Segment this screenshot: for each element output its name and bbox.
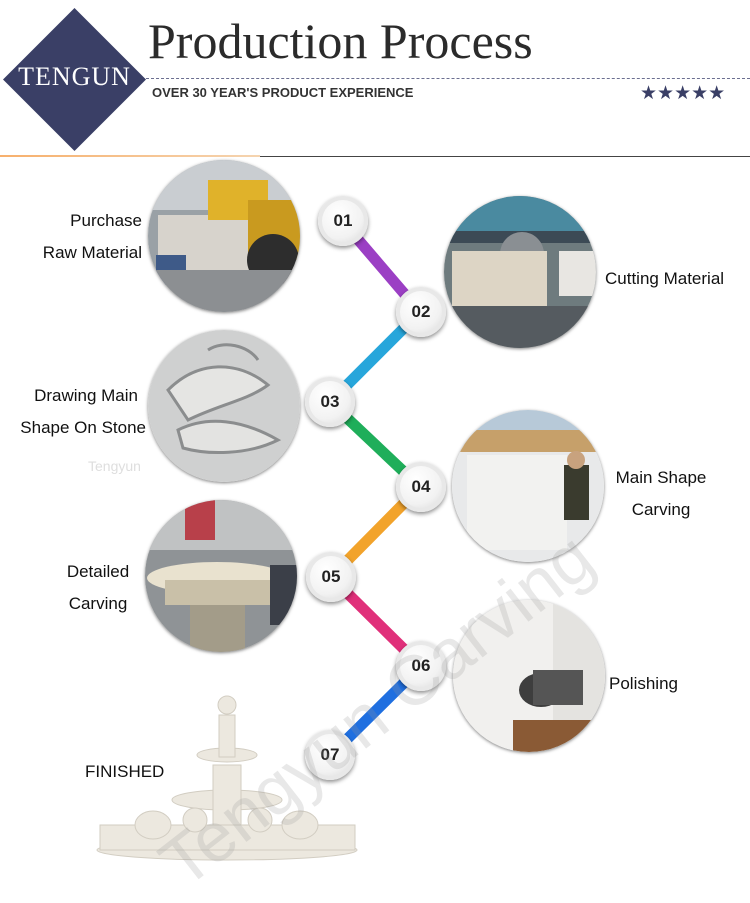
page-subtitle: OVER 30 YEAR'S PRODUCT EXPERIENCE	[152, 85, 414, 100]
header-divider	[0, 156, 750, 157]
step-02-number-node: 02	[396, 287, 446, 337]
step-04-label-line1: Main Shape	[615, 468, 707, 487]
step-04-label-line2: Carving	[631, 500, 691, 519]
step-03-number-node: 03	[305, 377, 355, 427]
logo-diamond	[3, 8, 146, 151]
step-07-number-node: 07	[305, 730, 355, 780]
step-07-photo	[96, 695, 358, 861]
step-04-number-node: 04	[396, 462, 446, 512]
step-03-label-line1: Drawing Main	[34, 386, 138, 405]
step-05-label-line2: Carving	[68, 594, 128, 613]
logo-text: TENGUN	[18, 62, 131, 91]
step-06-number-node: 06	[396, 641, 446, 691]
header-dashed-rule	[146, 78, 750, 79]
rating-stars-icon: ★★★★★	[640, 83, 726, 104]
step-02-photo	[444, 196, 596, 348]
header-accent-rule	[0, 155, 260, 157]
step-07-label-line1: FINISHED	[85, 762, 165, 781]
watermark-small-text: Tengyun	[88, 458, 141, 474]
step-01-label-line1: Purchase	[70, 211, 142, 230]
step-01-number-node: 01	[318, 196, 368, 246]
step-01-photo	[148, 160, 300, 312]
page-title: Production Process	[148, 13, 533, 69]
step-04-photo	[452, 410, 604, 562]
step-06-label-line1: Polishing	[609, 674, 678, 693]
step-02-label-line1: Cutting Material	[605, 269, 725, 288]
step-03-label-line2: Shape On Stone	[20, 418, 146, 437]
step-03-photo	[148, 330, 300, 482]
step-01-label-line2: Raw Material	[42, 243, 142, 262]
step-05-photo	[145, 500, 297, 652]
step-05-number-node: 05	[306, 552, 356, 602]
step-05-label-line1: Detailed	[66, 562, 130, 581]
